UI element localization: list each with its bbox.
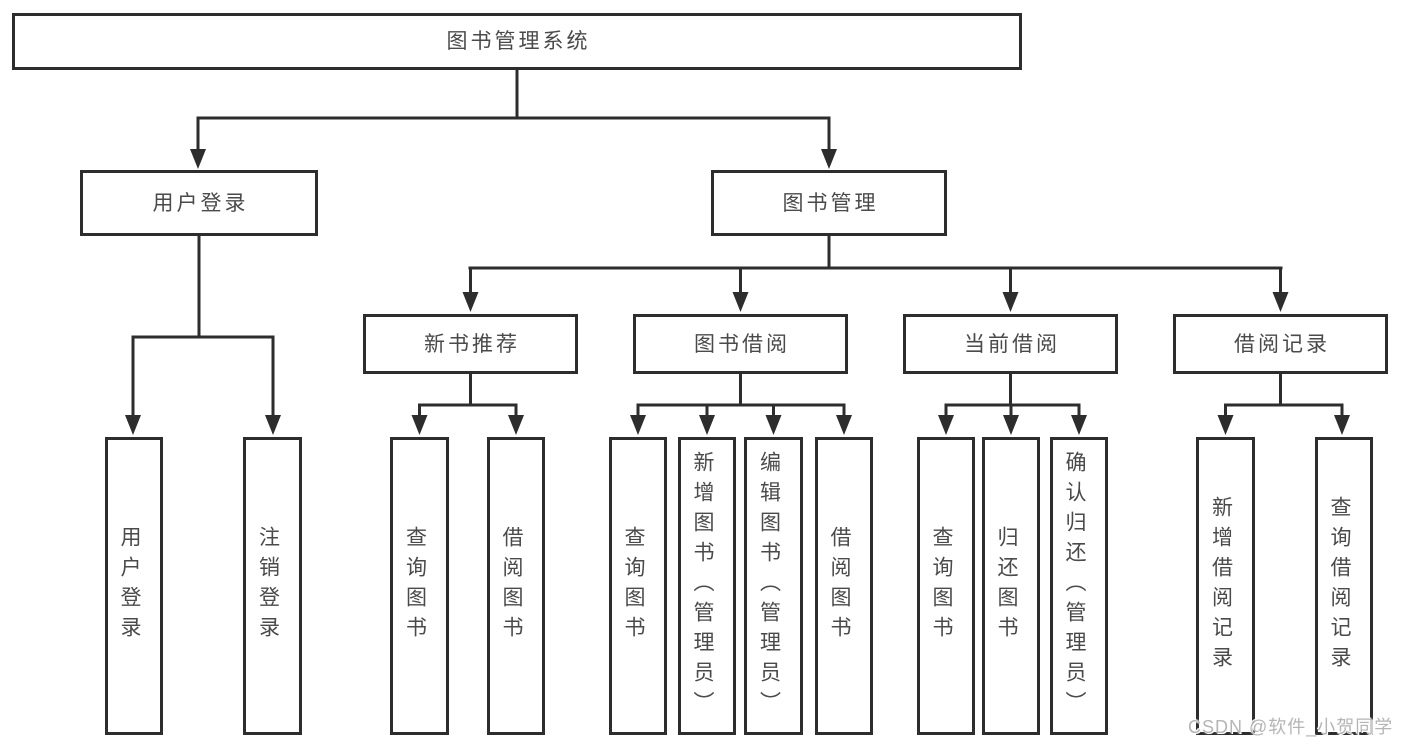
arrowhead: [938, 415, 954, 435]
arrowhead: [411, 415, 428, 435]
node-new-book-recommend: 新书推荐: [363, 314, 578, 374]
leaf-add-books-admin: 新增图书（管理员）: [678, 437, 736, 735]
leaf-query-books-1: 查询图书: [390, 437, 449, 735]
leaf-query-books-3: 查询图书: [917, 437, 975, 735]
arrowhead: [699, 415, 715, 435]
arrowhead: [1334, 415, 1350, 435]
node-label: 确认归还（管理员）: [1063, 451, 1086, 721]
node-label: 图书管理系统: [446, 30, 591, 53]
leaf-borrow-books-2: 借阅图书: [815, 437, 873, 735]
arrowhead: [1002, 292, 1019, 312]
node-book-management: 图书管理: [711, 170, 947, 236]
node-label: 借阅记录: [1234, 332, 1330, 356]
node-label: 当前借阅: [964, 332, 1060, 356]
arrowhead: [1217, 415, 1234, 435]
leaf-query-books-2: 查询图书: [609, 437, 667, 735]
arrowhead: [462, 292, 479, 312]
arrowhead: [821, 149, 837, 169]
arrowhead: [508, 415, 524, 435]
csdn-watermark: CSDN @软件_小贺同学: [1188, 717, 1394, 737]
node-label: 查询借阅记录: [1328, 496, 1351, 676]
arrowhead: [630, 415, 646, 435]
node-label: 新书推荐: [424, 332, 520, 356]
node-label: 借阅图书: [828, 526, 851, 646]
node-label: 新增图书（管理员）: [691, 451, 714, 721]
leaf-return-books: 归还图书: [982, 437, 1040, 735]
leaf-confirm-return-admin: 确认归还（管理员）: [1050, 437, 1108, 735]
node-label: 归还图书: [995, 526, 1018, 646]
leaf-edit-books-admin: 编辑图书（管理员）: [744, 437, 803, 735]
node-label: 图书管理: [782, 191, 879, 215]
leaf-add-borrow-record: 新增借阅记录: [1196, 437, 1255, 735]
arrowhead: [836, 415, 852, 435]
node-label: 查询图书: [622, 526, 645, 646]
leaf-logout: 注销登录: [243, 437, 302, 735]
node-borrowing-records: 借阅记录: [1173, 314, 1388, 374]
node-label: 查询图书: [403, 526, 427, 646]
node-current-borrowing: 当前借阅: [903, 314, 1118, 374]
arrowhead: [1071, 415, 1087, 435]
arrowhead: [125, 415, 141, 435]
node-label: 查询图书: [930, 526, 953, 646]
arrowhead: [1272, 292, 1289, 312]
node-label: 图书借阅: [694, 332, 790, 356]
leaf-query-borrow-record: 查询借阅记录: [1315, 437, 1373, 735]
arrowhead: [190, 149, 206, 169]
node-label: 注销登录: [256, 526, 280, 646]
node-system-root: 图书管理系统: [12, 13, 1022, 70]
arrowhead: [1003, 415, 1019, 435]
node-user-login: 用户登录: [80, 170, 318, 236]
leaf-user-login: 用户登录: [105, 437, 163, 735]
node-label: 用户登录: [118, 526, 141, 646]
arrowhead: [265, 415, 281, 435]
node-label: 借阅图书: [500, 526, 523, 646]
arrowhead: [732, 292, 749, 312]
node-book-borrowing: 图书借阅: [633, 314, 848, 374]
arrowhead: [765, 415, 782, 435]
node-label: 用户登录: [152, 191, 249, 215]
node-label: 新增借阅记录: [1209, 496, 1233, 676]
node-label: 编辑图书（管理员）: [757, 451, 781, 721]
leaf-borrow-books-1: 借阅图书: [487, 437, 545, 735]
